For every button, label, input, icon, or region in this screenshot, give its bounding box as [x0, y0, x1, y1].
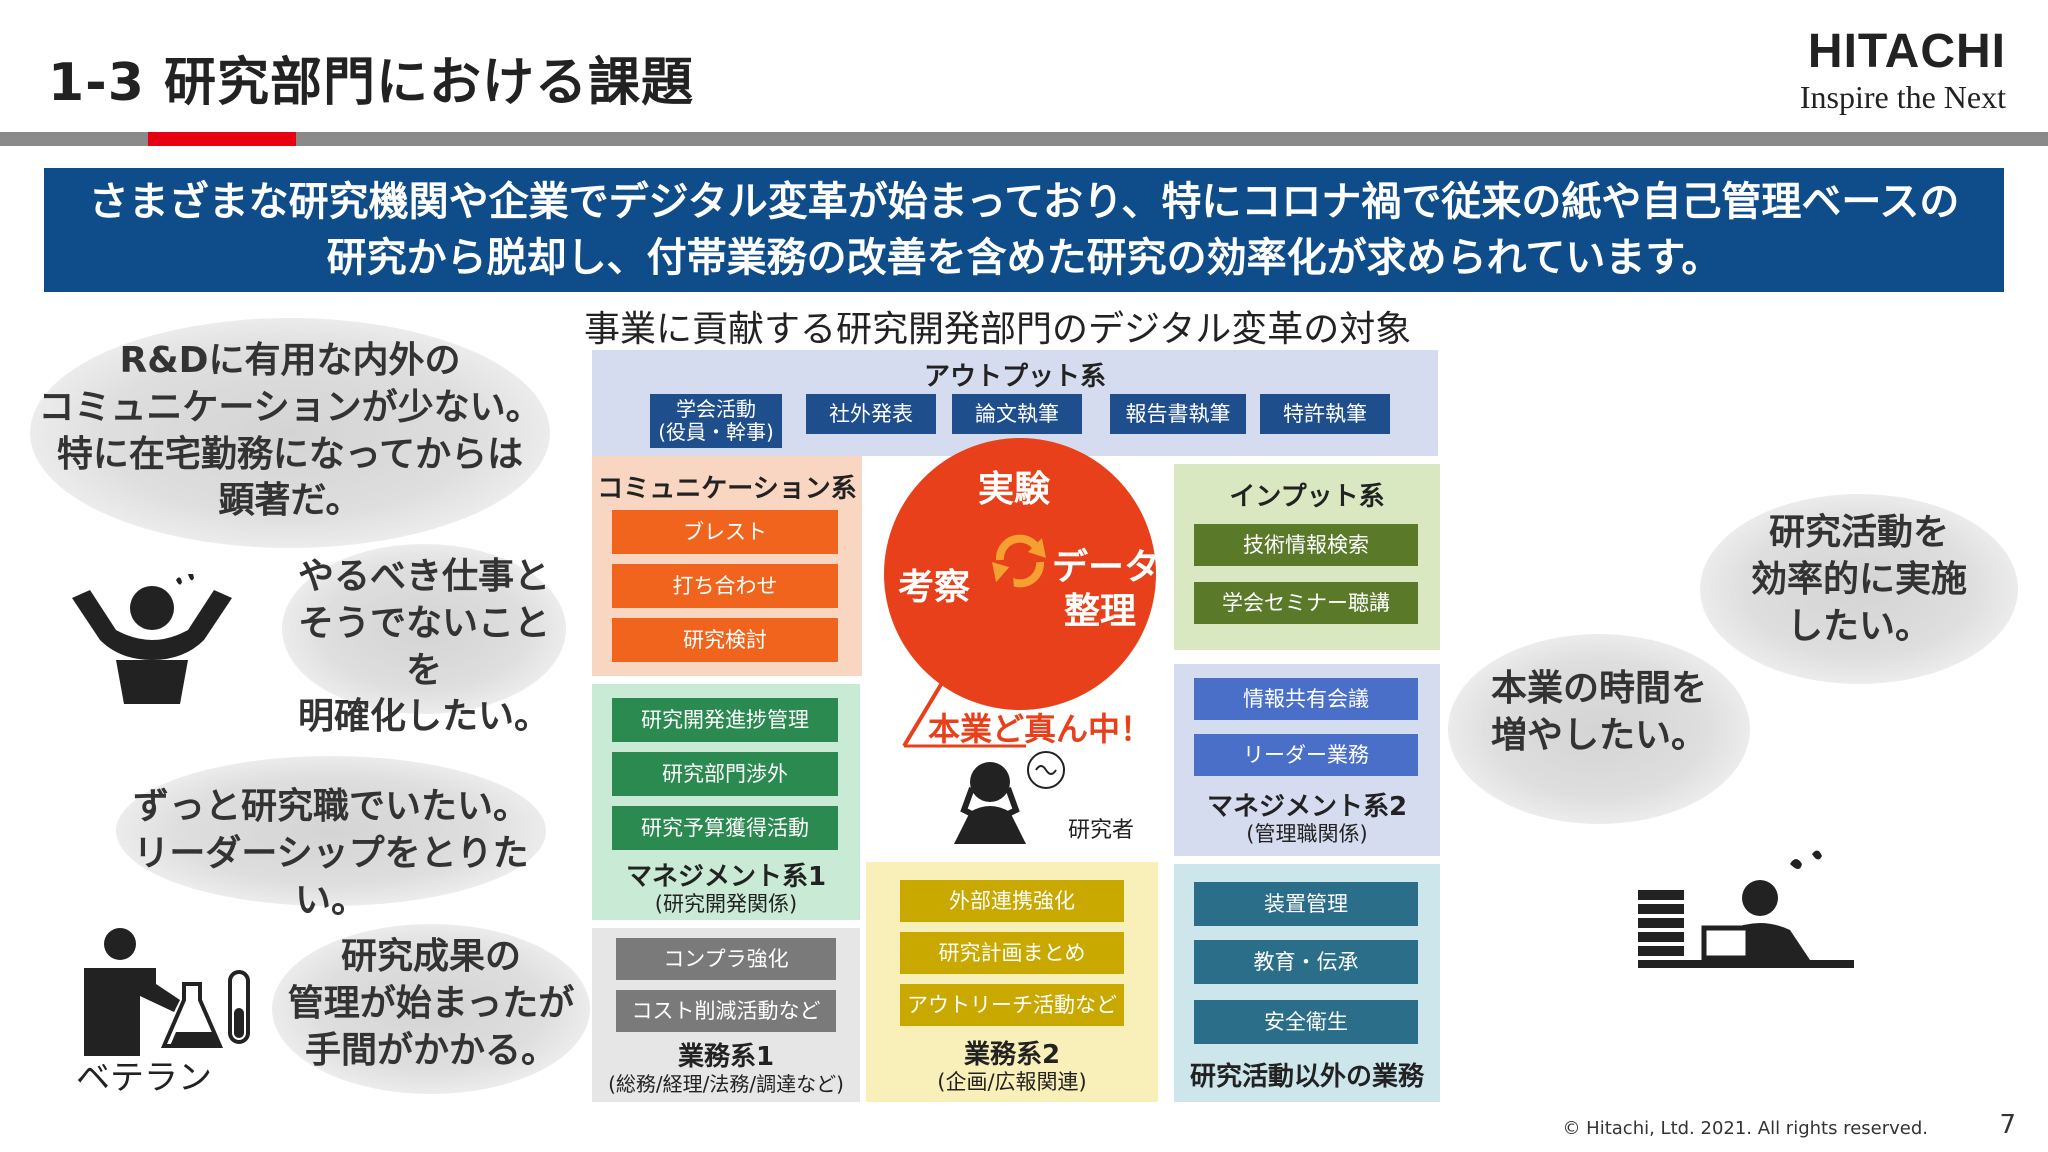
banner-line-1: さまざまな研究機関や企業でデジタル変革が始まっており、特にコロナ禍で従来の紙や自…: [88, 179, 1960, 225]
non-research-title: 研究活動以外の業務: [1189, 1062, 1424, 1092]
business1-title: 業務系1: [677, 1042, 775, 1072]
speech-bubble: [116, 756, 546, 906]
management2-item: 情報共有会議: [1194, 678, 1418, 720]
management1-item: 研究予算獲得活動: [612, 806, 838, 850]
non-research-item: 安全衛生: [1194, 1000, 1418, 1044]
management2-section: 情報共有会議 リーダー業務 マネジメント系2 (管理職関係): [1174, 664, 1440, 856]
input-item: 学会セミナー聴講: [1194, 582, 1418, 624]
brand-tagline: Inspire the Next: [1799, 79, 2006, 115]
researcher-label: 研究者: [1068, 818, 1135, 843]
bubble-text-career: ずっと研究職でいたい。リーダーシップをとりたい。: [132, 786, 529, 921]
speech-bubble: [1448, 634, 1750, 824]
diagram-subtitle: 事業に貢献する研究開発部門のデジタル変革の対象: [584, 309, 1412, 350]
output-section: アウトプット系 学会活動 (役員・幹事) 社外発表 論文執筆 報告書執筆 特許執…: [592, 350, 1438, 456]
management1-section: 研究開発進捗管理 研究部門渉外 研究予算獲得活動 マネジメント系1 (研究開発関…: [592, 684, 860, 920]
input-title: インプット系: [1229, 482, 1385, 512]
output-item: 学会活動 (役員・幹事): [650, 394, 782, 448]
bubble-text-core-time: 本業の時間を増やしたい。: [1490, 668, 1707, 756]
core-top-label: 実験: [978, 469, 1051, 510]
business2-item: 研究計画まとめ: [900, 932, 1124, 974]
banner-line-2: 研究から脱却し、付帯業務の改善を含めた研究の効率化が求められています。: [326, 235, 1722, 281]
bubble-text-communication: R&Dに有用な内外のコミュニケーションが少ない。特に在宅勤務になってからは顕著だ…: [38, 340, 542, 522]
core-right-label-1: データ: [1052, 547, 1161, 588]
output-item: 論文執筆: [952, 394, 1082, 434]
header-rule: [0, 132, 2048, 146]
communication-item: 研究検討: [612, 618, 838, 662]
business1-subtitle: (総務/経理/法務/調達など): [608, 1072, 844, 1096]
callout-pointer-icon: [902, 564, 1026, 748]
stressed-researcher-icon: [954, 751, 1065, 844]
core-left-label: 考察: [898, 567, 971, 608]
output-item: 社外発表: [806, 394, 936, 434]
speech-bubble: [1700, 494, 2018, 684]
communication-title: コミュニケーション系: [597, 474, 857, 504]
management1-title: マネジメント系1: [625, 862, 827, 892]
summary-banner: さまざまな研究機関や企業でデジタル変革が始まっており、特にコロナ禍で従来の紙や自…: [44, 168, 2004, 292]
business1-item: コンプラ強化: [616, 938, 836, 980]
business1-section: コンプラ強化 コスト削減活動など 業務系1 (総務/経理/法務/調達など): [592, 928, 860, 1102]
core-research-circle: [884, 438, 1156, 710]
business2-section: 外部連携強化 研究計画まとめ アウトリーチ活動など 業務系2 (企画/広報関連): [866, 862, 1158, 1102]
input-section: インプット系 技術情報検索 学会セミナー聴講: [1174, 464, 1440, 650]
page-title: 1-3 研究部門における課題: [48, 53, 695, 113]
business2-title: 業務系2: [963, 1040, 1061, 1070]
management2-subtitle: (管理職関係): [1246, 822, 1368, 846]
hitachi-logo: HITACHI Inspire the Next: [1800, 28, 2006, 115]
output-item: 報告書執筆: [1110, 394, 1246, 434]
non-research-item: 装置管理: [1194, 882, 1418, 926]
copyright: © Hitachi, Ltd. 2021. All rights reserve…: [1562, 1118, 1928, 1139]
business2-item: アウトリーチ活動など: [900, 984, 1124, 1026]
communication-section: コミュニケーション系 ブレスト 打ち合わせ 研究検討: [592, 456, 862, 676]
management2-item: リーダー業務: [1194, 734, 1418, 776]
bubble-text-results: 研究成果の管理が始まったが手間がかかる。: [287, 936, 575, 1071]
communication-item: ブレスト: [612, 510, 838, 554]
business2-item: 外部連携強化: [900, 880, 1124, 922]
output-item: 特許執筆: [1260, 394, 1390, 434]
non-research-item: 教育・伝承: [1194, 940, 1418, 984]
output-title: アウトプット系: [923, 362, 1106, 392]
brand-name: HITACHI: [1807, 25, 2006, 78]
business1-item: コスト削減活動など: [616, 990, 836, 1032]
header-rule-accent: [148, 132, 296, 146]
bubble-text-priorities: やるべき仕事とそうでないことを明確化したい。: [297, 556, 550, 738]
frustrated-person-icon: [72, 574, 232, 704]
communication-item: 打ち合わせ: [612, 564, 838, 608]
busy-worker-icon: [1638, 850, 1854, 968]
business2-subtitle: (企画/広報関連): [937, 1070, 1087, 1094]
management1-item: 研究開発進捗管理: [612, 698, 838, 742]
veteran-label: ベテラン: [76, 1058, 212, 1098]
veteran-scientist-icon: [84, 928, 250, 1056]
management1-item: 研究部門渉外: [612, 752, 838, 796]
input-item: 技術情報検索: [1194, 524, 1418, 566]
management1-subtitle: (研究開発関係): [654, 892, 798, 916]
core-callout: 本業ど真ん中！: [928, 710, 1153, 748]
speech-bubble: [282, 544, 566, 714]
core-right-label-2: 整理: [1064, 591, 1137, 632]
speech-bubble: [30, 318, 550, 548]
speech-bubble: [272, 924, 590, 1094]
page-number: 7: [1999, 1110, 2016, 1140]
management2-title: マネジメント系2: [1206, 792, 1408, 822]
bubble-text-efficiency: 研究活動を効率的に実施したい。: [1750, 512, 1967, 647]
non-research-section: 装置管理 教育・伝承 安全衛生 研究活動以外の業務: [1174, 864, 1440, 1102]
